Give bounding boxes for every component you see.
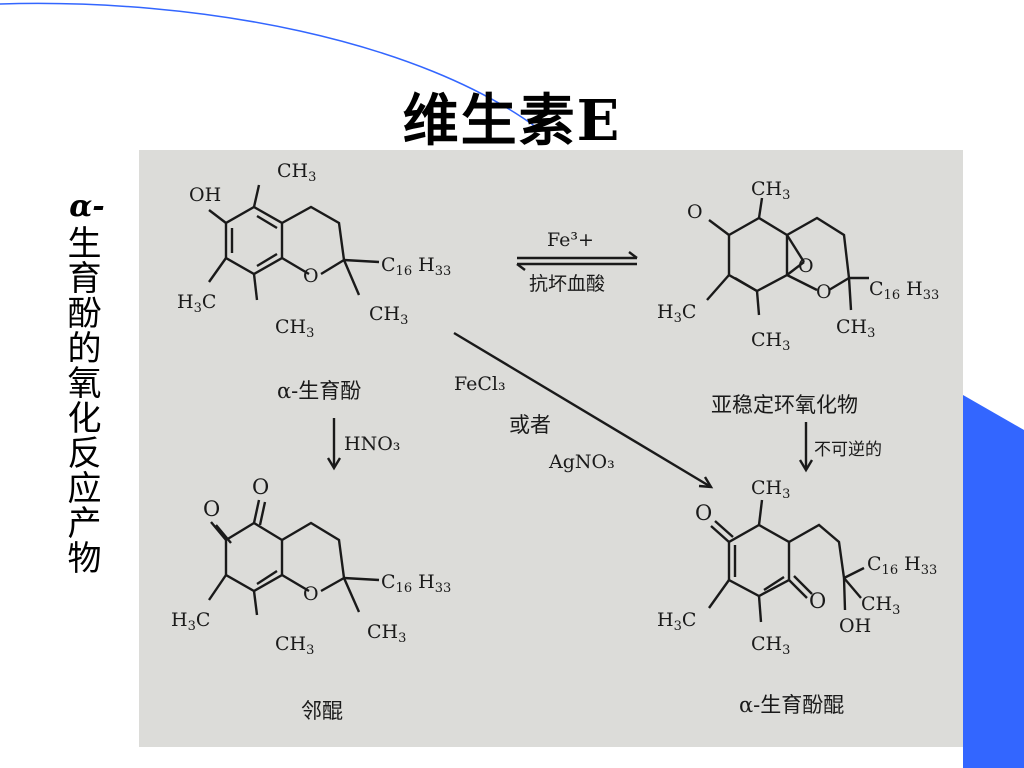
structure-tocoquinone	[708, 499, 865, 623]
page-title: 维生素E	[402, 88, 622, 154]
label-orthoquinone: 邻醌	[301, 699, 343, 723]
label-epoxide: 亚稳定环氧化物	[711, 393, 858, 417]
reagent-ascorbic: 抗坏血酸	[529, 273, 605, 295]
arrow-diagonal	[453, 331, 714, 489]
side-label-text: 生育酚的氧化反应产物	[61, 225, 101, 575]
arrow-reversible	[516, 251, 638, 271]
svg-text:O: O	[687, 201, 703, 223]
reagent-fecl3: FeCl₃	[454, 373, 506, 395]
structure-tocopherol	[208, 184, 380, 301]
svg-text:H3C: H3C	[657, 301, 696, 326]
svg-text:O: O	[695, 501, 712, 525]
svg-text:H3C: H3C	[177, 291, 216, 316]
svg-text:CH3: CH3	[751, 633, 790, 658]
svg-text:H3C: H3C	[657, 609, 696, 634]
svg-text:CH3: CH3	[751, 329, 790, 354]
svg-text:CH3: CH3	[751, 477, 790, 502]
side-label: α- 生育酚的氧化反应产物	[61, 188, 112, 575]
svg-text:O: O	[303, 265, 319, 287]
svg-text:C16 H33: C16 H33	[381, 571, 451, 596]
svg-text:C16 H33: C16 H33	[381, 254, 451, 279]
svg-text:CH3: CH3	[836, 316, 875, 341]
svg-text:CH3: CH3	[751, 178, 790, 203]
svg-text:H3C: H3C	[171, 609, 210, 634]
arrow-irreversible	[798, 422, 814, 473]
svg-text:CH3: CH3	[275, 633, 314, 658]
svg-text:OH: OH	[839, 615, 871, 637]
structure-orthoquinone	[208, 499, 380, 616]
reagent-agno3: AgNO₃	[548, 451, 615, 473]
svg-text:O: O	[798, 255, 814, 277]
svg-text:CH3: CH3	[277, 160, 316, 185]
label-irreversible: 不可逆的	[814, 440, 882, 460]
svg-text:CH3: CH3	[369, 303, 408, 328]
svg-text:O: O	[203, 497, 220, 521]
reaction-scheme-photo: OH CH3 O C16 H33 H3C CH3 CH3 α-生育酚 Fe³+ …	[139, 150, 963, 747]
svg-text:O: O	[303, 583, 319, 605]
svg-text:CH3: CH3	[367, 621, 406, 646]
svg-text:O: O	[809, 589, 826, 613]
svg-text:O: O	[816, 281, 832, 303]
svg-text:OH: OH	[189, 184, 221, 206]
structure-epoxide	[706, 197, 869, 316]
svg-text:C16 H33: C16 H33	[867, 553, 937, 578]
label-tocoquinone: α-生育酚醌	[739, 693, 844, 717]
decorative-curve	[0, 2, 541, 131]
arrow-hno3	[326, 418, 342, 471]
side-label-alpha: α-	[69, 189, 105, 224]
reagent-hno3: HNO₃	[344, 433, 400, 455]
reaction-scheme: OH CH3 O C16 H33 H3C CH3 CH3 α-生育酚 Fe³+ …	[171, 160, 939, 723]
reagent-or: 或者	[509, 413, 551, 437]
svg-text:CH3: CH3	[275, 316, 314, 341]
svg-text:C16 H33: C16 H33	[869, 278, 939, 303]
reagent-fe3: Fe³+	[547, 229, 594, 251]
label-tocopherol: α-生育酚	[277, 379, 361, 403]
blue-corner-shape	[963, 395, 1024, 768]
svg-text:O: O	[252, 475, 269, 499]
